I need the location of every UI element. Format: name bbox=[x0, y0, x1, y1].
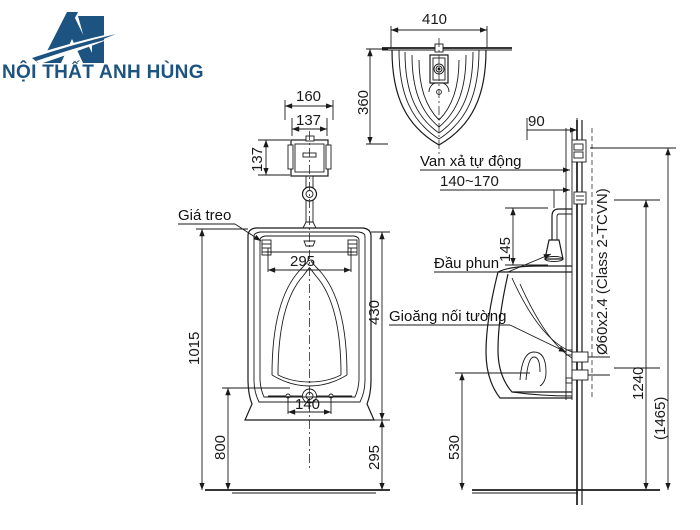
dim-295b-label: 295 bbox=[366, 445, 383, 470]
dim-valve-to-drain: 1240 bbox=[614, 199, 660, 490]
dim-1015-label: 1015 bbox=[186, 332, 203, 365]
front-bowl-bottom-2 bbox=[277, 374, 342, 383]
front-valve-left-cap bbox=[287, 144, 294, 170]
front-elevation-view: 160 137 137 bbox=[178, 88, 390, 494]
section-rim-curve bbox=[497, 265, 572, 273]
dim-bolt-spacing: 140 bbox=[287, 396, 332, 415]
dim-plan-width-label: 410 bbox=[422, 11, 447, 28]
section-valve-outlet bbox=[573, 191, 587, 205]
dim-800-label: 430 bbox=[366, 300, 383, 325]
dim-pipe-spec-label: Ø60x2.4 (Class 2-TCVN) bbox=[594, 188, 611, 355]
brand-logo: NỘI THẤT ANH HÙNG bbox=[2, 12, 204, 83]
dim-1465-label: (1465) bbox=[652, 397, 669, 440]
front-bowl-bottom bbox=[271, 374, 348, 387]
label-spray-text: Đầu phun bbox=[434, 255, 499, 272]
dim-plan-depth-label: 360 bbox=[355, 90, 372, 115]
section-anchor-2 bbox=[565, 377, 573, 384]
dim-bowl-width: 295 bbox=[267, 248, 352, 273]
dim-145-label: 145 bbox=[497, 237, 514, 262]
label-wall-seal: Gioăng nối tường bbox=[389, 308, 567, 353]
section-anchor-1 bbox=[565, 349, 573, 356]
dim-295-label: 295 bbox=[290, 253, 315, 270]
front-urinal-body bbox=[244, 227, 375, 421]
dim-bottom-offset: 295 bbox=[366, 419, 390, 490]
dim-spray-projection: 140~170 bbox=[440, 173, 570, 208]
dim-total-height: 1015 bbox=[186, 228, 248, 490]
dim-1240-label: 1240 bbox=[630, 367, 647, 400]
dim-valve-box-height: 137 bbox=[249, 139, 290, 176]
label-hanger-bracket: Giá treo bbox=[178, 207, 262, 242]
section-drain-fitting-2 bbox=[571, 369, 589, 381]
front-valve-right-cap bbox=[325, 144, 332, 170]
label-seal-text: Gioăng nối tường bbox=[389, 308, 506, 325]
section-drain-fitting-1 bbox=[571, 351, 589, 363]
section-bowl-surface-2 bbox=[519, 283, 573, 359]
dim-530-label: 530 bbox=[446, 435, 463, 460]
front-drain-inner bbox=[305, 392, 314, 400]
label-spray-head: Đầu phun bbox=[434, 253, 552, 273]
plan-urinal-inner-1 bbox=[398, 49, 480, 140]
plan-urinal-inner-2 bbox=[404, 51, 474, 134]
front-bowl-curve-right-2 bbox=[309, 267, 342, 376]
front-inlet-nozzle bbox=[303, 240, 316, 247]
ah-monogram-icon bbox=[30, 12, 118, 64]
section-trap-curve bbox=[519, 351, 547, 387]
front-urinal-rim bbox=[259, 235, 360, 398]
section-urinal-outer bbox=[485, 271, 572, 399]
side-section-view: 90 140~170 145 Ø60x2.4 (Class 2-TCVN) 12… bbox=[389, 113, 676, 505]
front-drain-outer bbox=[302, 388, 317, 404]
front-valve-top-fitting bbox=[305, 135, 315, 142]
dim-137h-label: 137 bbox=[296, 112, 321, 129]
front-bowl-curve-right bbox=[310, 260, 348, 376]
dim-spray-drop: 145 bbox=[497, 207, 548, 266]
dim-wall-offset: 90 bbox=[526, 113, 578, 140]
dim-160-label: 160 bbox=[296, 88, 321, 105]
front-bowl-curve-left-2 bbox=[277, 267, 310, 376]
section-spray-pipe bbox=[551, 208, 572, 240]
label-auto-flush-valve: Van xả tự động bbox=[420, 153, 570, 173]
dim-plan-width: 410 bbox=[390, 11, 488, 48]
front-bracket-left bbox=[261, 239, 272, 256]
dim-valve-box-inner: 137 bbox=[291, 112, 328, 136]
front-urinal-body-inner bbox=[253, 231, 366, 403]
front-bowl-curve-left bbox=[271, 260, 309, 376]
section-valve-body bbox=[571, 139, 587, 163]
plan-view: 410 360 bbox=[355, 11, 512, 155]
section-spray-pipe-inner bbox=[556, 213, 572, 240]
dim-90-label: 90 bbox=[528, 113, 545, 130]
label-hanger-text: Giá treo bbox=[178, 207, 231, 224]
front-bracket-right bbox=[347, 239, 358, 256]
section-valve-detail-2 bbox=[573, 151, 584, 159]
dim-drain-height: 530 bbox=[446, 372, 530, 490]
dim-140-label: 140 bbox=[295, 396, 320, 413]
dim-140-170-label: 140~170 bbox=[440, 173, 499, 190]
section-urinal-inner bbox=[497, 273, 572, 393]
dim-plan-depth: 360 bbox=[355, 48, 388, 145]
brand-name: NỘI THẤT ANH HÙNG bbox=[2, 61, 204, 83]
section-base-line bbox=[511, 391, 573, 397]
dim-137v-label: 137 bbox=[249, 147, 266, 172]
dim-rim-height: 430 bbox=[366, 231, 390, 420]
dim-valve-box-outer: 160 bbox=[284, 88, 334, 120]
dim-430-label: 800 bbox=[212, 435, 229, 460]
label-valve-text: Van xả tự động bbox=[420, 153, 522, 170]
section-trap-curve-2 bbox=[525, 356, 541, 381]
section-valve-detail-1 bbox=[573, 143, 584, 151]
dim-floor-to-bottom: 800 bbox=[212, 387, 290, 490]
dim-overall-height: (1465) bbox=[590, 147, 676, 490]
